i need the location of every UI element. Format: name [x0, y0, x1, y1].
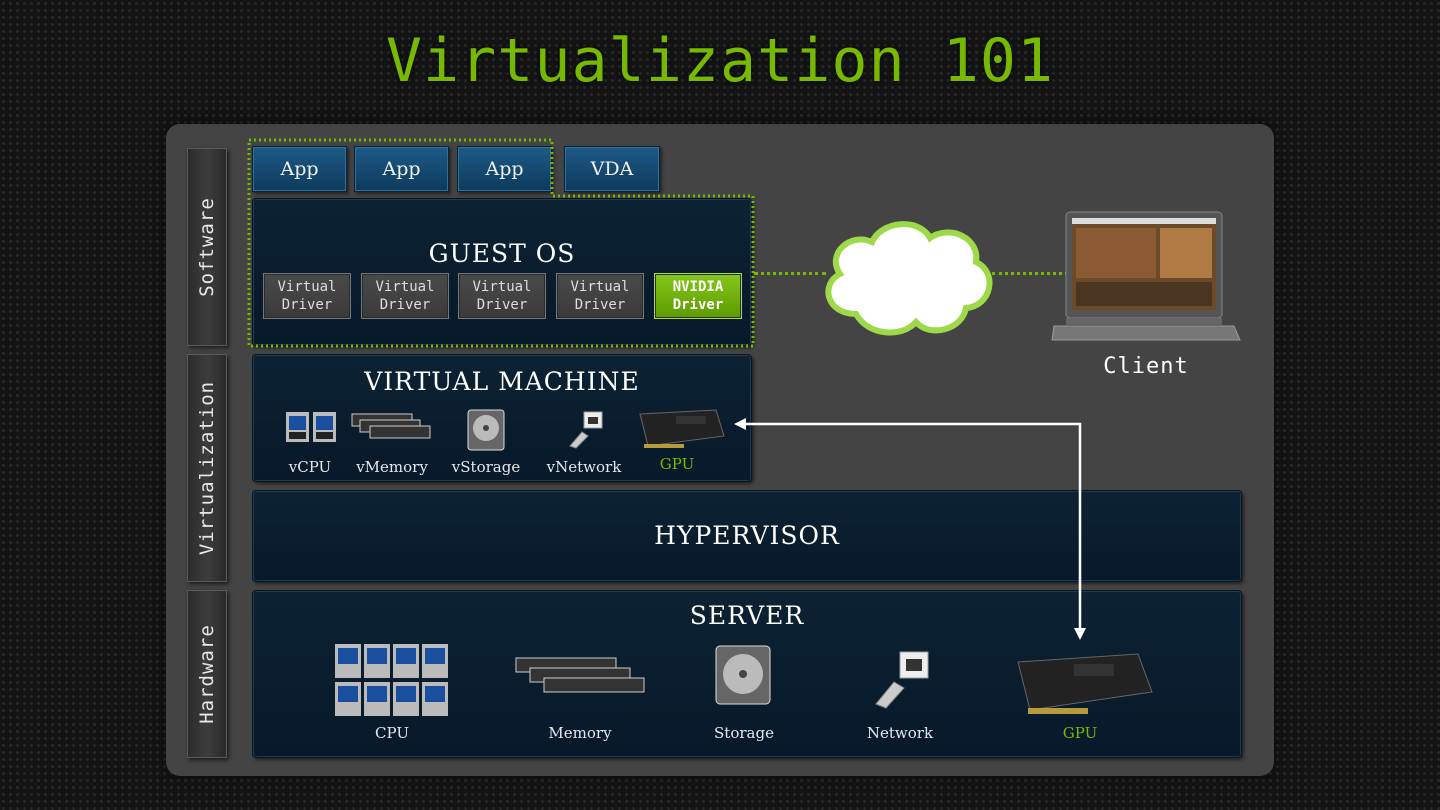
hypervisor-heading: HYPERVISOR	[654, 521, 840, 550]
vm-item-vstorage: vStorage	[451, 458, 521, 476]
vcpu-icon	[286, 412, 336, 442]
vm-item-vcpu: vCPU	[288, 458, 332, 476]
vm-item-gpu: GPU	[659, 455, 695, 473]
vm-item-vmemory: vMemory	[356, 458, 428, 476]
layer-label-hardware: Hardware	[187, 590, 227, 758]
server-heading: SERVER	[689, 601, 805, 630]
cpu-icon	[335, 644, 448, 716]
vmemory-icon	[351, 413, 431, 439]
cloud-icon	[825, 221, 993, 336]
vm-gpu-icon	[639, 409, 725, 448]
server-gpu-icon	[1017, 653, 1153, 714]
connection-line-left	[754, 272, 826, 275]
memory-icon	[515, 657, 645, 693]
layer-label-virtualization: Virtualization	[187, 354, 227, 582]
storage-icon	[715, 645, 771, 705]
vnetwork-icon	[569, 411, 603, 449]
server-item-memory: Memory	[548, 724, 612, 742]
vstorage-icon	[467, 409, 505, 451]
layer-label-software: Software	[187, 148, 227, 346]
network-icon	[875, 651, 929, 709]
server-item-storage: Storage	[714, 724, 774, 742]
server-item-gpu: GPU	[1062, 724, 1098, 742]
client-label: Client	[1103, 354, 1189, 379]
server-item-cpu: CPU	[375, 724, 409, 742]
vm-item-vnetwork: vNetwork	[546, 458, 622, 476]
hypervisor-box: HYPERVISOR	[252, 490, 1242, 582]
virtual-machine-heading: VIRTUAL MACHINE	[364, 367, 640, 396]
page-title: Virtualization 101	[385, 26, 1055, 96]
server-item-network: Network	[866, 724, 934, 742]
connection-line-right	[992, 272, 1068, 275]
client-laptop-icon	[1051, 211, 1241, 341]
